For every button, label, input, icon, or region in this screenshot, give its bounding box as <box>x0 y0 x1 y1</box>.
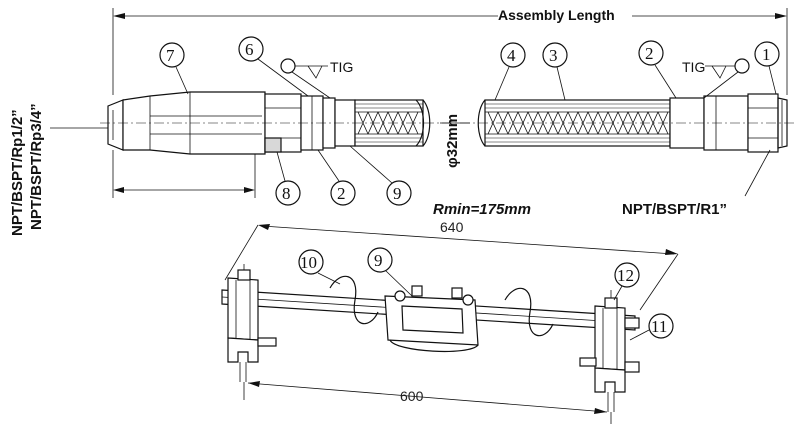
svg-text:2: 2 <box>645 44 654 63</box>
assembly-length-dimension: Assembly Length <box>112 7 788 95</box>
svg-text:2: 2 <box>337 184 346 203</box>
inlet-thread-label: NPT/BSPT/Rp1/2” <box>9 109 26 236</box>
svg-text:10: 10 <box>300 253 317 272</box>
svg-text:9: 9 <box>393 184 402 203</box>
weld-label-left: TIG <box>330 59 353 75</box>
callout-12 <box>614 262 640 288</box>
callout-6 <box>275 180 301 206</box>
hose-left-end <box>107 91 356 198</box>
diameter-label: φ32mm <box>444 114 461 168</box>
svg-text:7: 7 <box>166 46 175 65</box>
svg-text:12: 12 <box>617 266 634 285</box>
callout-10 <box>298 249 324 275</box>
callout-2-right <box>638 40 664 66</box>
svg-text:3: 3 <box>549 46 558 65</box>
svg-text:8: 8 <box>282 184 291 203</box>
dim-640-label: 640 <box>440 219 464 235</box>
callout-7 <box>238 36 264 62</box>
svg-text:11: 11 <box>651 317 667 336</box>
weld-label-right: TIG <box>682 59 705 75</box>
callout-2-left <box>386 180 412 206</box>
callout-8 <box>330 180 356 206</box>
callout-4 <box>500 42 526 68</box>
assembly-length-label: Assembly Length <box>498 7 615 23</box>
support-bracket-assembly: 640 <box>221 219 679 424</box>
svg-text:4: 4 <box>507 46 516 65</box>
inlet-thread-label-2: NPT/BSPT/Rp3/4” <box>28 103 45 230</box>
weld-symbol-left: TIG <box>280 58 353 99</box>
weld-symbol-right: TIG <box>682 58 750 99</box>
callout-5 <box>159 42 185 68</box>
rmin-label: Rmin=175mm <box>433 201 531 218</box>
callouts-top: 7 6 4 3 2 1 8 2 9 <box>159 36 780 206</box>
outlet-thread-label: NPT/BSPT/R1” <box>622 201 727 218</box>
callout-3 <box>542 42 568 68</box>
dim-600-label: 600 <box>400 388 424 404</box>
callout-1 <box>754 41 780 67</box>
svg-text:6: 6 <box>245 40 254 59</box>
callout-9 <box>367 247 393 273</box>
svg-text:9: 9 <box>374 251 383 270</box>
svg-text:1: 1 <box>762 45 771 64</box>
callout-11 <box>648 313 674 339</box>
inlet-thread-labels: NPT/BSPT/Rp1/2” NPT/BSPT/Rp3/4” <box>9 103 108 236</box>
